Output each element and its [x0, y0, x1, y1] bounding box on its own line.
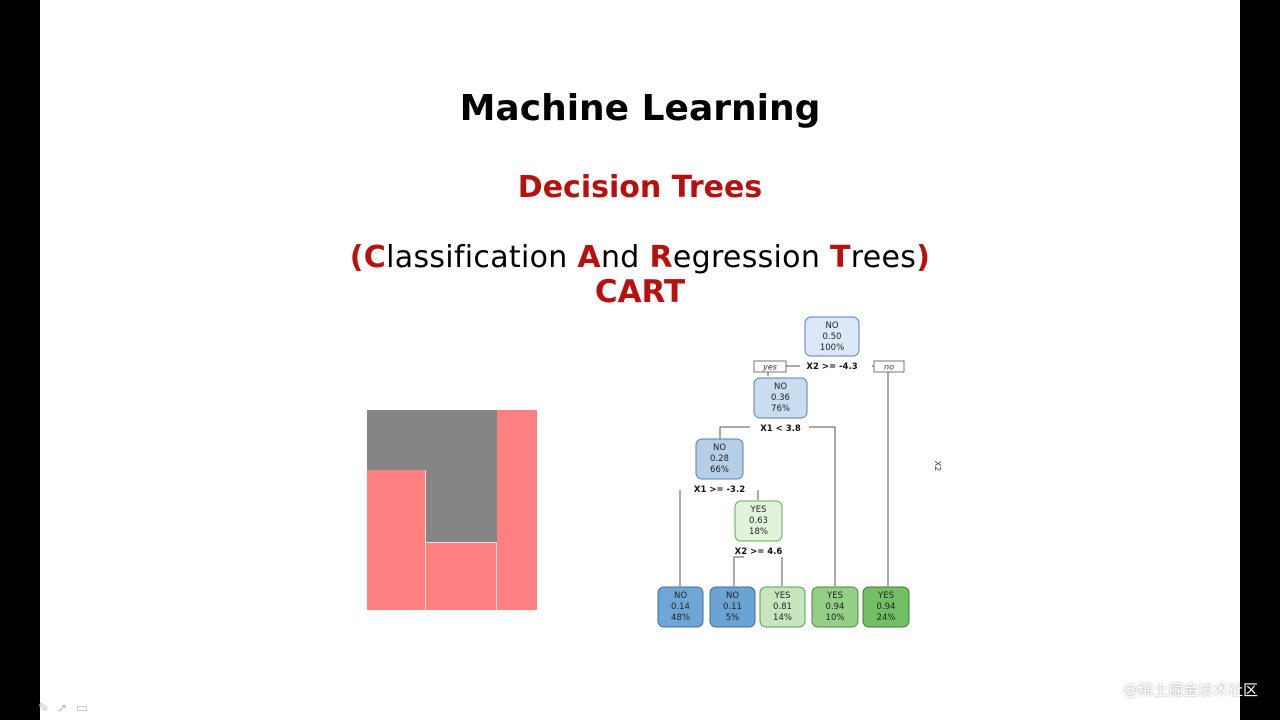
node-box [709, 586, 756, 628]
acronym-highlight: T [830, 240, 851, 275]
partition-diagram [367, 410, 537, 610]
node-box [734, 500, 783, 542]
node-class: YES [750, 505, 767, 515]
node-class: NO [825, 321, 838, 331]
branch-tag-yes [753, 360, 787, 373]
node-pct: 48% [671, 613, 690, 623]
node-box [695, 438, 744, 480]
tree-edge [809, 426, 836, 586]
node-prob: 0.94 [826, 602, 845, 612]
acronym-expansion: (Classification And Regression Trees) [40, 240, 1240, 275]
region-bottom-red [426, 543, 496, 610]
tree-edge [872, 365, 889, 586]
node-class: NO [726, 591, 739, 601]
node-prob: 0.63 [749, 516, 768, 526]
slide: Machine Learning Decision Trees (Classif… [40, 0, 1240, 720]
node-pct: 10% [826, 613, 845, 623]
node-box [759, 586, 806, 628]
node-box [862, 586, 910, 628]
video-icon[interactable]: ▭ [75, 701, 89, 716]
acronym-highlight: ) [916, 240, 931, 275]
acronym: CART [594, 274, 686, 310]
region-top-gray [367, 410, 497, 470]
cursor-icon[interactable]: ➚ [56, 701, 68, 716]
node-class: NO [713, 443, 726, 453]
node-split-rule: X2 >= 4.6 [735, 547, 783, 557]
node-pct: 5% [726, 613, 740, 623]
acronym-highlight: R [649, 240, 673, 275]
node-class: YES [774, 591, 791, 601]
node-prob: 0.28 [710, 454, 729, 464]
node-prob: 0.11 [723, 602, 742, 612]
tree-edge [719, 426, 750, 439]
pencil-icon[interactable]: ✎ [38, 701, 49, 716]
node-prob: 0.94 [877, 602, 896, 612]
node-prob: 0.36 [771, 393, 790, 403]
acronym-text: rees [850, 240, 917, 275]
node-box [811, 586, 859, 628]
slide-subtitle: Decision Trees [517, 170, 763, 205]
node-split-rule: X1 >= -3.2 [694, 485, 745, 495]
region-left-red [367, 470, 425, 610]
acronym-text: egression [672, 240, 830, 275]
axis-label: X2 [933, 461, 942, 472]
slide-title: Machine Learning [459, 88, 821, 129]
acronym-highlight: A [577, 240, 601, 275]
node-split-rule: X2 >= -4.3 [806, 362, 857, 372]
node-prob: 0.14 [671, 602, 690, 612]
node-box [657, 586, 704, 628]
node-pct: 66% [710, 465, 729, 475]
node-class: YES [877, 591, 894, 601]
acronym-text: lassification [386, 240, 578, 275]
node-box [804, 316, 860, 357]
region-right-red [497, 410, 537, 610]
branch-yes-label: yes [762, 363, 777, 372]
watermark: @稀土掘金技术社区 [1122, 681, 1258, 699]
node-prob: 0.81 [773, 602, 792, 612]
branch-tag-no [873, 360, 905, 373]
node-box [753, 377, 808, 419]
tree-node-l2: NO0.115% [709, 586, 756, 628]
node-pct: 100% [820, 343, 844, 353]
node-class: NO [674, 591, 687, 601]
node-pct: 24% [877, 613, 896, 623]
player-controls: ✎ ➚ ▭ [38, 701, 88, 716]
node-pct: 14% [773, 613, 792, 623]
node-class: YES [826, 591, 843, 601]
node-pct: 76% [771, 404, 790, 414]
tree-edge [733, 556, 744, 586]
acronym-highlight: C [363, 240, 387, 275]
node-pct: 18% [749, 527, 768, 537]
acronym-text: nd [600, 240, 650, 275]
acronym-highlight: ( [349, 240, 364, 275]
branch-no-label: no [884, 363, 894, 372]
region-middle-gray [426, 470, 497, 542]
node-prob: 0.50 [823, 332, 842, 342]
node-class: NO [774, 382, 787, 392]
node-split-rule: X1 < 3.8 [760, 424, 801, 434]
